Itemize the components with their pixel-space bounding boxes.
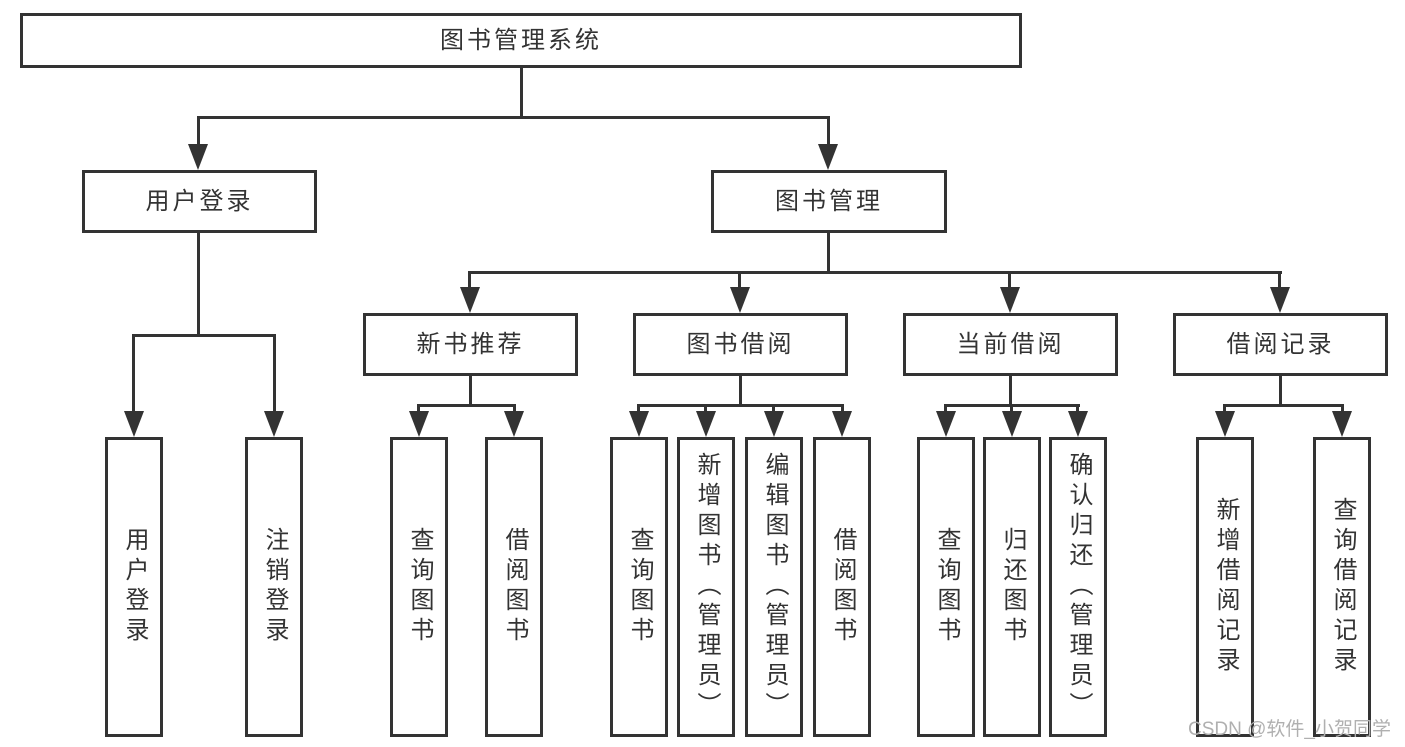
arrowhead-icon (188, 144, 208, 170)
node-book-management-label: 图书管理 (775, 187, 883, 215)
leaf-recommend-borrow-book: 借阅图书 (485, 437, 543, 737)
connector-line (738, 271, 741, 291)
arrowhead-icon (1068, 411, 1088, 437)
node-borrow-record-label: 借阅记录 (1226, 330, 1335, 358)
connector-line (132, 334, 276, 337)
leaf-borrow-query-book-label: 查询图书 (626, 527, 653, 647)
leaf-recommend-query-book-label: 查询图书 (406, 527, 433, 647)
leaf-borrow-query-book: 查询图书 (610, 437, 668, 737)
connector-line (1076, 404, 1079, 416)
leaf-borrow-borrow-book-label: 借阅图书 (829, 527, 856, 647)
arrowhead-icon (1000, 287, 1020, 313)
leaf-user-login-label: 用户登录 (121, 527, 148, 647)
connector-line (1009, 376, 1012, 407)
connector-line (944, 404, 947, 416)
leaf-current-query-book: 查询图书 (917, 437, 975, 737)
leaf-current-confirm-return-label: 确认归还（管理员） (1065, 452, 1092, 722)
leaf-recommend-query-book: 查询图书 (390, 437, 448, 737)
node-root-label: 图书管理系统 (440, 26, 602, 54)
leaf-borrow-borrow-book: 借阅图书 (813, 437, 871, 737)
arrowhead-icon (1215, 411, 1235, 437)
node-book-borrow-label: 图书借阅 (686, 330, 795, 358)
node-user-login-label: 用户登录 (145, 187, 254, 215)
connector-line (1278, 271, 1281, 291)
leaf-current-query-book-label: 查询图书 (933, 527, 960, 647)
connector-line (704, 404, 707, 416)
connector-line (1223, 404, 1344, 407)
node-current-borrow: 当前借阅 (903, 313, 1118, 376)
connector-line (1010, 404, 1013, 416)
leaf-borrow-edit-book: 编辑图书（管理员） (745, 437, 803, 737)
leaf-user-login: 用户登录 (105, 437, 163, 737)
connector-line (469, 376, 472, 407)
arrowhead-icon (629, 411, 649, 437)
arrowhead-icon (409, 411, 429, 437)
arrowhead-icon (1332, 411, 1352, 437)
connector-line (468, 271, 471, 291)
arrowhead-icon (504, 411, 524, 437)
arrowhead-icon (730, 287, 750, 313)
leaf-record-add-record-label: 新增借阅记录 (1212, 497, 1239, 677)
arrowhead-icon (764, 411, 784, 437)
connector-line (513, 404, 516, 416)
leaf-current-confirm-return: 确认归还（管理员） (1049, 437, 1107, 737)
connector-line (197, 116, 200, 148)
csdn-watermark: CSDN @软件_小贺同学 (1188, 719, 1391, 740)
connector-line (197, 233, 200, 337)
node-borrow-record: 借阅记录 (1173, 313, 1388, 376)
connector-line (637, 404, 640, 416)
arrowhead-icon (124, 411, 144, 437)
node-new-book-recommend-label: 新书推荐 (416, 330, 525, 358)
leaf-borrow-add-book: 新增图书（管理员） (677, 437, 735, 737)
node-user-login: 用户登录 (82, 170, 317, 233)
leaf-borrow-add-book-label: 新增图书（管理员） (693, 452, 720, 722)
node-book-management: 图书管理 (711, 170, 947, 233)
connector-line (132, 334, 135, 415)
leaf-logout-label: 注销登录 (261, 527, 288, 647)
node-current-borrow-label: 当前借阅 (956, 330, 1065, 358)
connector-line (197, 116, 830, 119)
connector-line (772, 404, 775, 416)
arrowhead-icon (818, 144, 838, 170)
connector-line (417, 404, 516, 407)
connector-line (827, 233, 830, 274)
leaf-borrow-edit-book-label: 编辑图书（管理员） (761, 452, 788, 722)
connector-line (827, 116, 830, 148)
connector-line (1008, 271, 1011, 291)
arrowhead-icon (696, 411, 716, 437)
connector-line (739, 376, 742, 407)
arrowhead-icon (264, 411, 284, 437)
leaf-logout: 注销登录 (245, 437, 303, 737)
arrowhead-icon (936, 411, 956, 437)
node-new-book-recommend: 新书推荐 (363, 313, 578, 376)
node-book-borrow: 图书借阅 (633, 313, 848, 376)
connector-line (841, 404, 844, 416)
connector-line (637, 404, 844, 407)
leaf-record-query-record-label: 查询借阅记录 (1329, 497, 1356, 677)
connector-line (417, 404, 420, 416)
connector-line (1223, 404, 1226, 416)
connector-line (273, 334, 276, 415)
leaf-current-return-book: 归还图书 (983, 437, 1041, 737)
arrowhead-icon (1270, 287, 1290, 313)
connector-line (1341, 404, 1344, 416)
connector-line (468, 271, 1282, 274)
leaf-current-return-book-label: 归还图书 (999, 527, 1026, 647)
arrowhead-icon (1002, 411, 1022, 437)
leaf-recommend-borrow-book-label: 借阅图书 (501, 527, 528, 647)
arrowhead-icon (832, 411, 852, 437)
leaf-record-add-record: 新增借阅记录 (1196, 437, 1254, 737)
node-root: 图书管理系统 (20, 13, 1022, 68)
leaf-record-query-record: 查询借阅记录 (1313, 437, 1371, 737)
connector-line (1279, 376, 1282, 407)
connector-line (520, 68, 523, 118)
arrowhead-icon (460, 287, 480, 313)
